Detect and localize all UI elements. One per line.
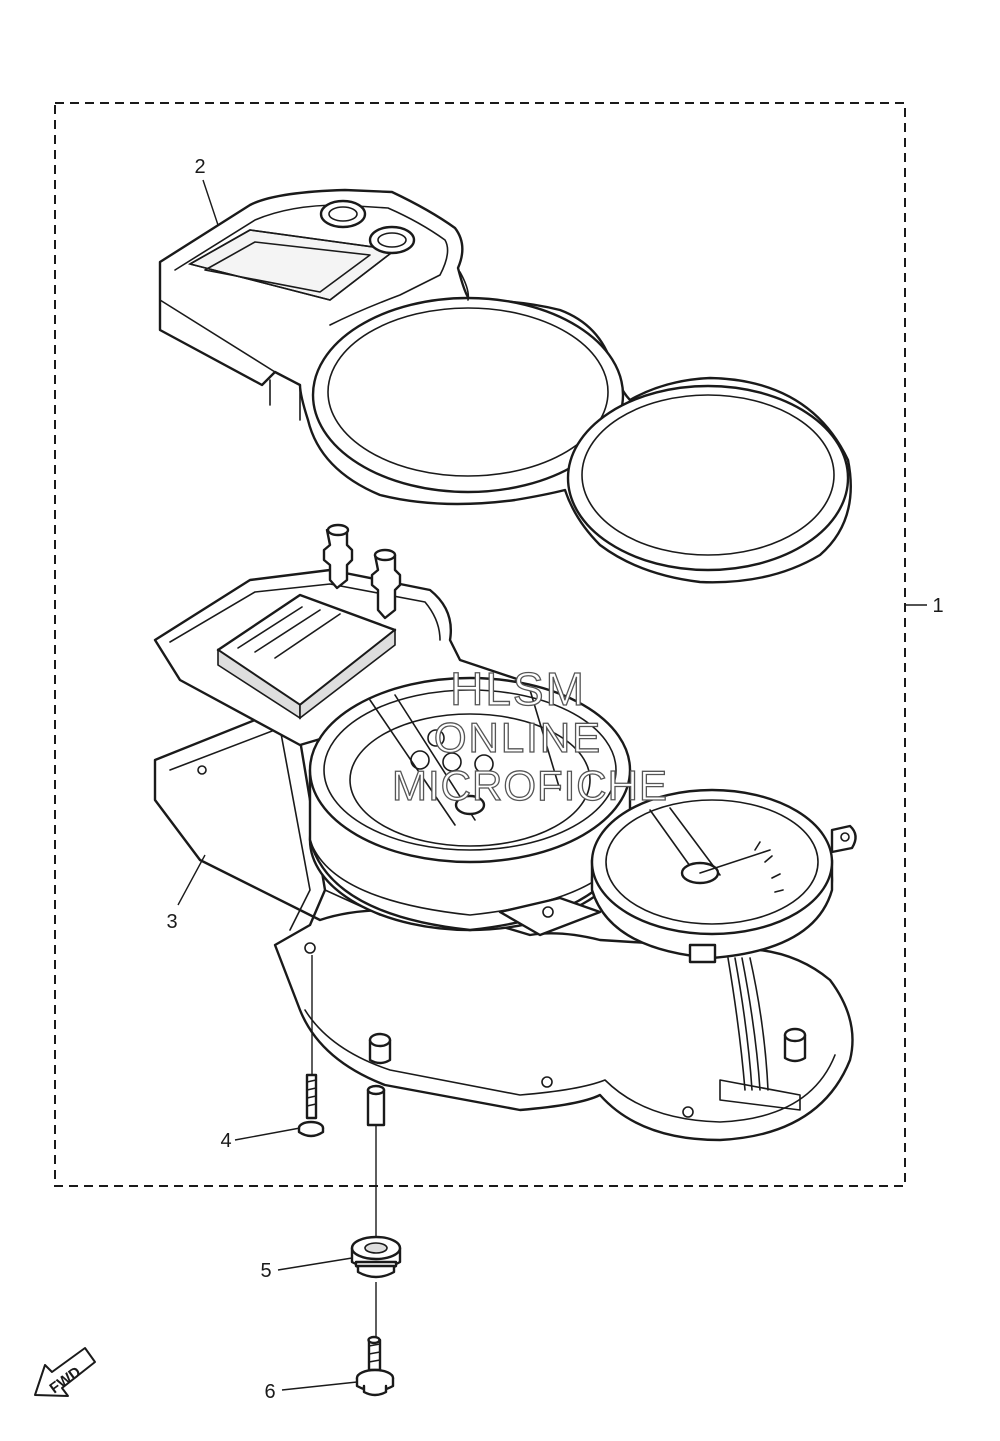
part-4-screw — [297, 955, 325, 1138]
callout-6: 6 — [264, 1381, 275, 1403]
callout-3: 3 — [166, 911, 177, 933]
callout-5: 5 — [260, 1260, 271, 1282]
part-2-bezel — [158, 188, 852, 584]
part-5-grommet — [350, 1084, 402, 1345]
assembly-dashed-boundary — [54, 102, 906, 1187]
callouts: 1 2 3 4 5 6 — [166, 156, 943, 1403]
fwd-arrow-icon — [34, 1347, 96, 1397]
callout-2: 2 — [194, 156, 205, 178]
watermark: HLSM ONLINE MICROFICHE — [391, 662, 668, 809]
callout-4: 4 — [220, 1130, 231, 1152]
watermark-line-2: ONLINE — [434, 714, 602, 761]
watermark-line-3: MICROFICHE — [392, 762, 668, 809]
callout-1: 1 — [932, 595, 943, 617]
part-6-collar-bolt — [355, 1335, 395, 1397]
fwd-marker: FWD — [34, 1347, 96, 1397]
part-3-meter-case — [153, 523, 857, 1142]
watermark-line-1: HLSM — [450, 663, 586, 715]
